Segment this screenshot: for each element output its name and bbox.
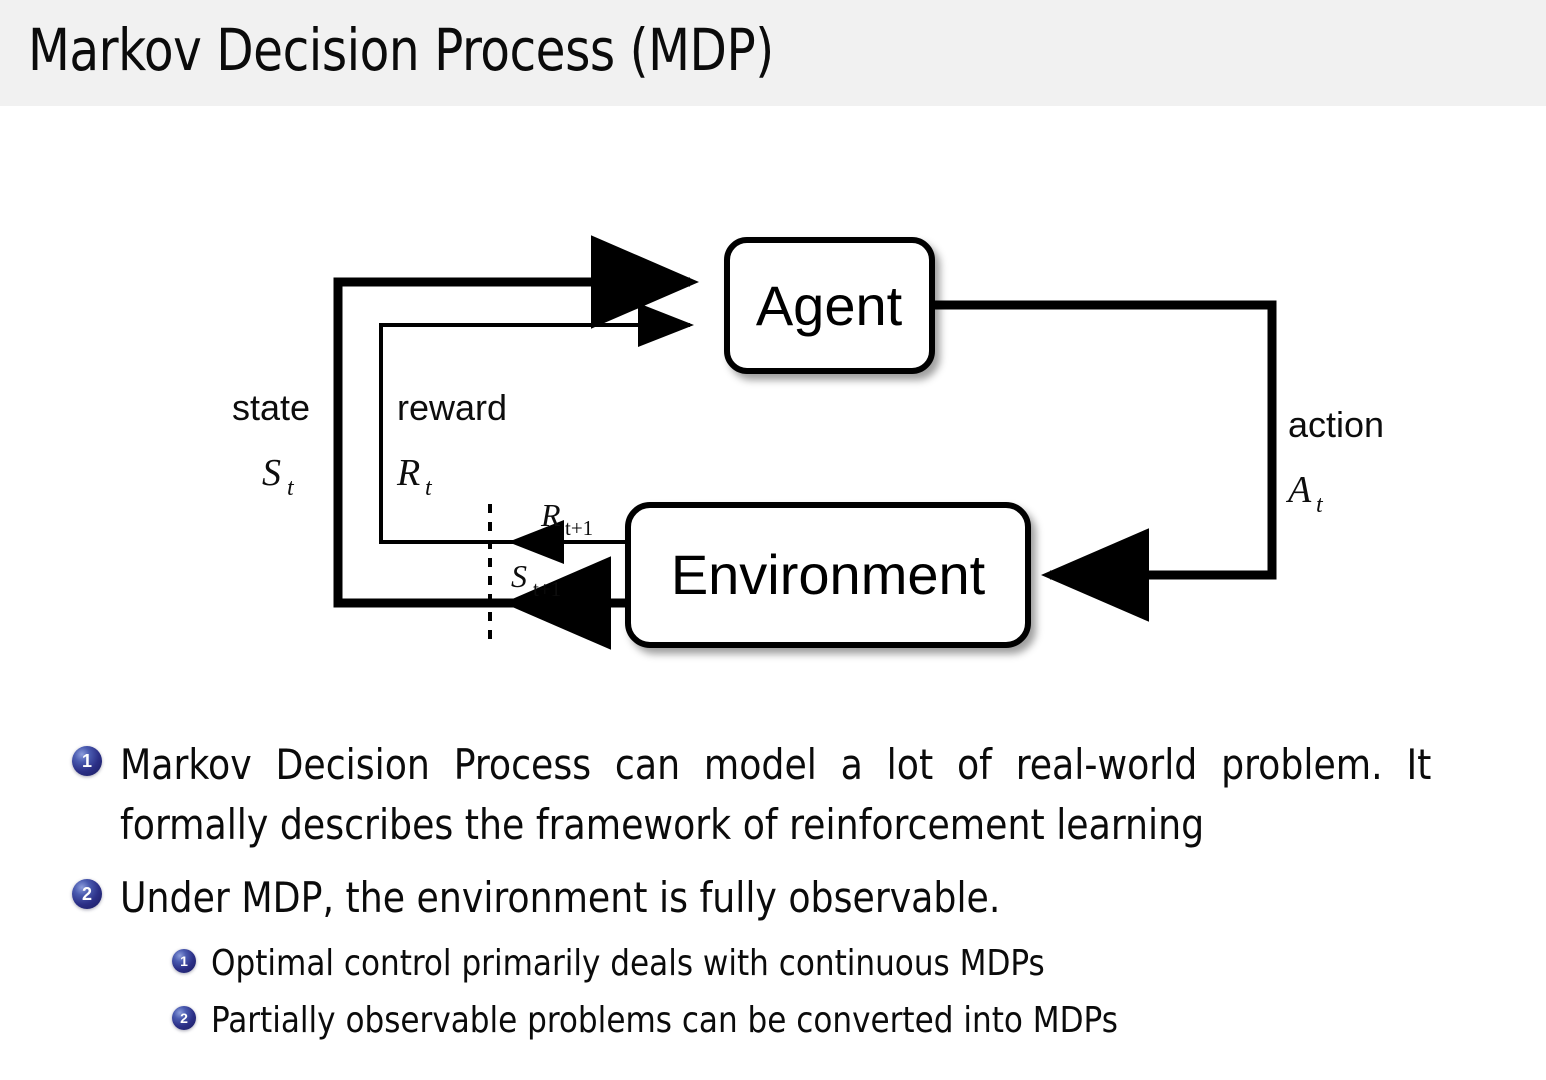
reward-next-symbol: R: [540, 497, 561, 533]
mdp-diagram: Agent Environment state S t reward R t a…: [0, 106, 1546, 706]
environment-box-label: Environment: [671, 543, 986, 606]
agent-box-label: Agent: [756, 274, 903, 337]
agent-box: Agent: [724, 237, 935, 374]
action-label: action: [1288, 404, 1384, 445]
bullet-number-badge: 1: [72, 746, 102, 776]
list-item: 2 Under MDP, the environment is fully ob…: [0, 868, 1546, 928]
action-symbol-subscript: t: [1316, 492, 1324, 518]
bullet-text: Markov Decision Process can model a lot …: [120, 740, 1432, 849]
reward-label: reward: [397, 387, 507, 428]
state-label: state: [232, 387, 310, 428]
list-item: 1 Optimal control primarily deals with c…: [0, 938, 1546, 989]
reward-feedback-path: [379, 303, 694, 544]
environment-box: Environment: [625, 502, 1031, 648]
bullet-text: Under MDP, the environment is fully obse…: [120, 873, 1001, 923]
state-next-symbol: S: [511, 558, 527, 594]
action-symbol: A: [1285, 469, 1312, 511]
state-next-subscript: t+1: [533, 577, 561, 601]
list-item: 1 Markov Decision Process can model a lo…: [0, 735, 1546, 854]
bullet-list: 1 Markov Decision Process can model a lo…: [0, 735, 1546, 1046]
reward-symbol: R: [396, 452, 420, 494]
sub-bullet-number-badge: 2: [172, 1005, 196, 1030]
sub-bullet-text: Optimal control primarily deals with con…: [211, 942, 1045, 984]
page-title: Markov Decision Process (MDP): [28, 16, 774, 84]
list-item: 2 Partially observable problems can be c…: [0, 995, 1546, 1046]
sub-bullet-text: Partially observable problems can be con…: [211, 999, 1118, 1041]
state-symbol-subscript: t: [287, 475, 295, 501]
reward-next-subscript: t+1: [565, 516, 593, 540]
sub-bullet-list: 1 Optimal control primarily deals with c…: [0, 938, 1546, 1046]
reward-symbol-subscript: t: [425, 475, 433, 501]
sub-bullet-number-badge: 1: [172, 948, 196, 973]
bullet-number-badge: 2: [72, 879, 102, 910]
state-symbol: S: [262, 452, 281, 494]
state-feedback-path: [333, 235, 699, 608]
slide-header: Markov Decision Process (MDP): [0, 0, 1546, 106]
action-path: [932, 300, 1277, 622]
